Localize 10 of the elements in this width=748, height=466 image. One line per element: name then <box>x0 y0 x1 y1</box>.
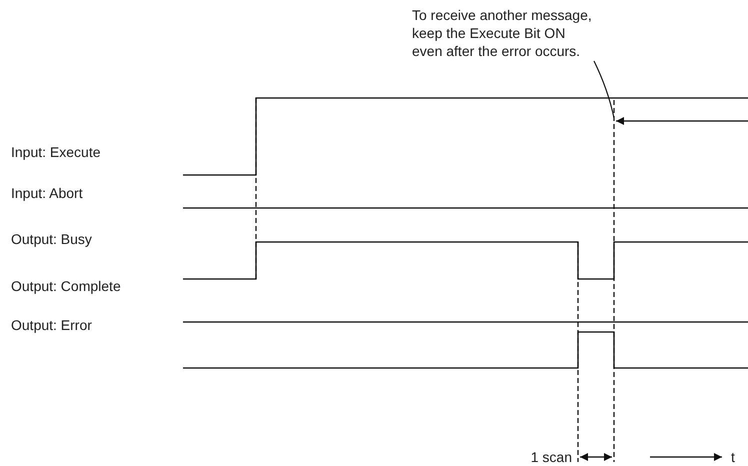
note-text: To receive another message, keep the Execute Bit ON even after the error occurs. <box>412 6 596 60</box>
signal-name: Output: Complete <box>11 278 121 294</box>
signal-name: Output: Busy <box>11 231 92 247</box>
arrow <box>614 116 748 126</box>
axis-label: t <box>731 449 735 465</box>
dimension-label: 1 scan <box>530 449 572 465</box>
signal-name: Input: Abort <box>11 185 83 201</box>
signal-name: Input: Execute <box>11 144 101 160</box>
leader-line <box>594 60 615 118</box>
signal-name: Output: Error <box>11 317 92 333</box>
